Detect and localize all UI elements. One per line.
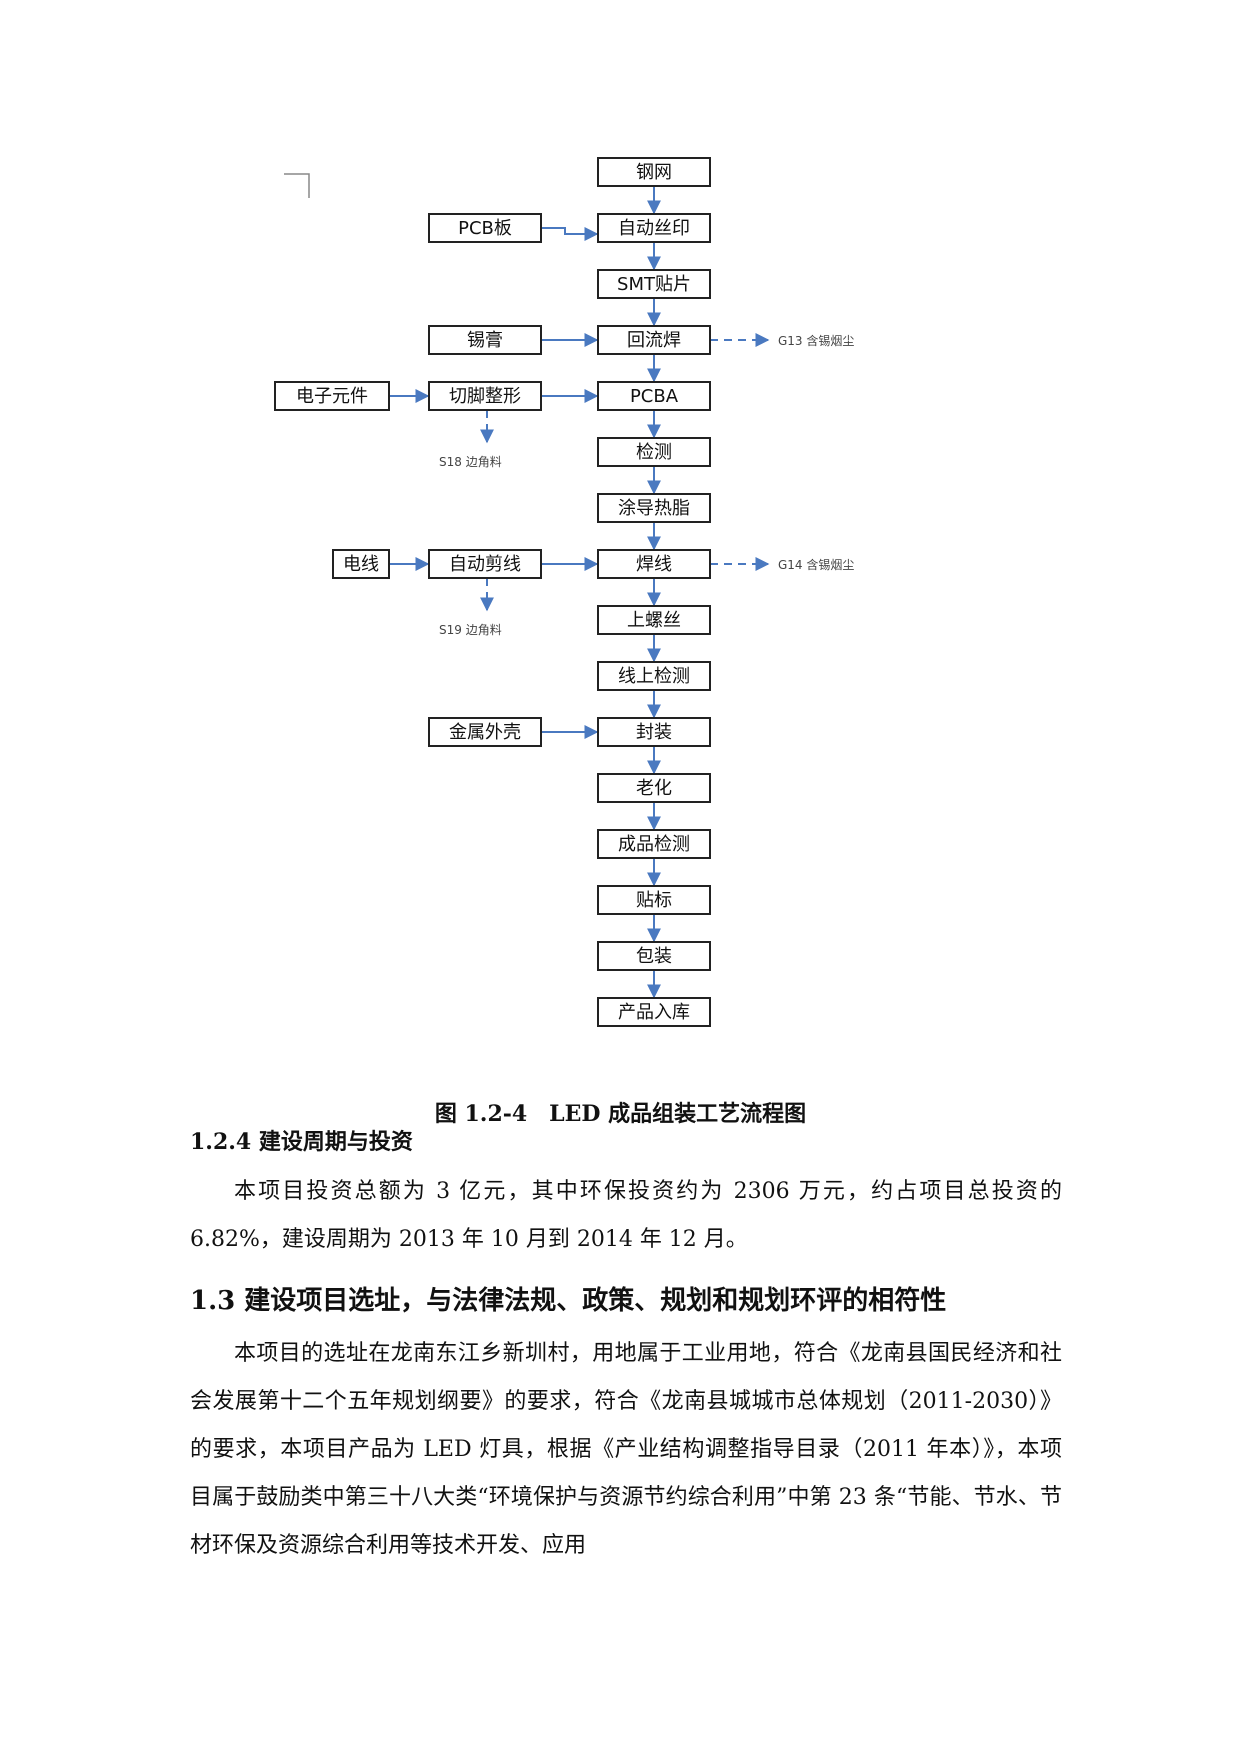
input-0-label: PCB板: [458, 218, 512, 239]
input-arrow-0: [541, 227, 599, 241]
main-step-0-label: 钢网: [636, 162, 672, 183]
flow-output-labels: G13 含锡烟尘 G14 含锡烟尘 S18 边角料 S19 边角料: [439, 333, 854, 637]
main-step-2-label: SMT贴片: [617, 274, 691, 295]
main-step-11-rect: [597, 773, 711, 803]
input-0-rect: [428, 213, 542, 243]
main-step-2: SMT贴片: [597, 269, 711, 299]
main-step-12-rect: [597, 829, 711, 859]
main-step-7-rect: [597, 549, 711, 579]
section-1-3-heading: 1.3 建设项目选址，与法律法规、政策、规划和规划环评的相符性: [190, 1286, 947, 1316]
figure-caption: 图 1.2-4 LED 成品组装工艺流程图: [434, 1101, 807, 1127]
corner-mark: [284, 173, 310, 198]
emission-label-1: G14 含锡烟尘: [778, 557, 854, 572]
waste-label-0: S18 边角料: [439, 455, 502, 469]
main-step-5-rect: [597, 437, 711, 467]
main-step-1-rect: [597, 213, 711, 243]
main-step-14-rect: [597, 941, 711, 971]
source-0: 电子元件: [274, 381, 390, 411]
flow-arrows: [389, 186, 770, 999]
main-step-14-label: 包装: [636, 946, 672, 967]
input-4-label: 金属外壳: [449, 722, 521, 743]
section-1-3-paragraph: 本项目的选址在龙南东江乡新圳村，用地属于工业用地，符合《龙南县国民经济和社会发展…: [190, 1341, 1062, 1558]
main-step-9: 线上检测: [597, 661, 711, 691]
input-1-rect: [428, 325, 542, 355]
main-step-10-label: 封装: [636, 722, 672, 743]
main-step-15-rect: [597, 997, 711, 1027]
input-1-label: 锡膏: [467, 329, 503, 351]
main-step-13-label: 贴标: [636, 890, 672, 911]
main-step-10: 封装: [597, 717, 711, 747]
main-step-3: 回流焊: [597, 325, 711, 355]
main-step-10-rect: [597, 717, 711, 747]
main-step-6-label: 涂导热脂: [618, 498, 690, 519]
main-step-9-label: 线上检测: [618, 666, 690, 687]
source-0-label: 电子元件: [296, 386, 368, 407]
main-step-12: 成品检测: [597, 829, 711, 859]
main-step-9-rect: [597, 661, 711, 691]
main-step-11-label: 老化: [636, 778, 672, 799]
input-3-rect: [428, 549, 542, 579]
main-step-6: 涂导热脂: [597, 493, 711, 523]
section-1-2-4-heading: 1.2.4 建设周期与投资: [190, 1129, 413, 1155]
main-step-7: 焊线: [597, 549, 711, 579]
main-step-8: 上螺丝: [597, 605, 711, 635]
main-step-6-rect: [597, 493, 711, 523]
section-1-2-4-paragraph: 本项目投资总额为 3 亿元，其中环保投资约为 2306 万元，约占项目总投资的 …: [190, 1179, 1062, 1252]
input-4-rect: [428, 717, 542, 747]
main-step-12-label: 成品检测: [618, 834, 690, 855]
main-step-1: 自动丝印: [597, 213, 711, 243]
main-step-15-label: 产品入库: [618, 1002, 690, 1023]
main-step-8-rect: [597, 605, 711, 635]
main-step-1-label: 自动丝印: [618, 218, 690, 239]
main-step-7-label: 焊线: [636, 554, 672, 575]
main-step-11: 老化: [597, 773, 711, 803]
input-2-rect: [428, 381, 542, 411]
emission-label-0: G13 含锡烟尘: [778, 333, 854, 348]
main-step-5: 检测: [597, 437, 711, 467]
source-1-label: 电线: [343, 554, 379, 575]
main-step-13: 贴标: [597, 885, 711, 915]
source-1-rect: [332, 549, 390, 579]
input-1: 锡膏: [428, 325, 542, 355]
input-4: 金属外壳: [428, 717, 542, 747]
main-step-14: 包装: [597, 941, 711, 971]
main-step-3-label: 回流焊: [627, 330, 681, 351]
input-3-label: 自动剪线: [449, 554, 521, 575]
input-2: 切脚整形: [428, 381, 542, 411]
main-step-15: 产品入库: [597, 997, 711, 1027]
input-0: PCB板: [428, 213, 542, 243]
main-step-4-label: PCBA: [630, 386, 679, 407]
input-3: 自动剪线: [428, 549, 542, 579]
waste-label-1: S19 边角料: [439, 623, 502, 637]
main-step-0-rect: [597, 157, 711, 187]
main-step-5-label: 检测: [636, 442, 672, 463]
source-1: 电线: [332, 549, 390, 579]
main-step-0: 钢网: [597, 157, 711, 187]
main-step-4-rect: [597, 381, 711, 411]
input-2-label: 切脚整形: [449, 386, 521, 407]
main-step-4: PCBA: [597, 381, 711, 411]
main-step-8-label: 上螺丝: [627, 610, 681, 631]
main-step-2-rect: [597, 269, 711, 299]
source-0-rect: [274, 381, 390, 411]
main-step-13-rect: [597, 885, 711, 915]
main-step-3-rect: [597, 325, 711, 355]
